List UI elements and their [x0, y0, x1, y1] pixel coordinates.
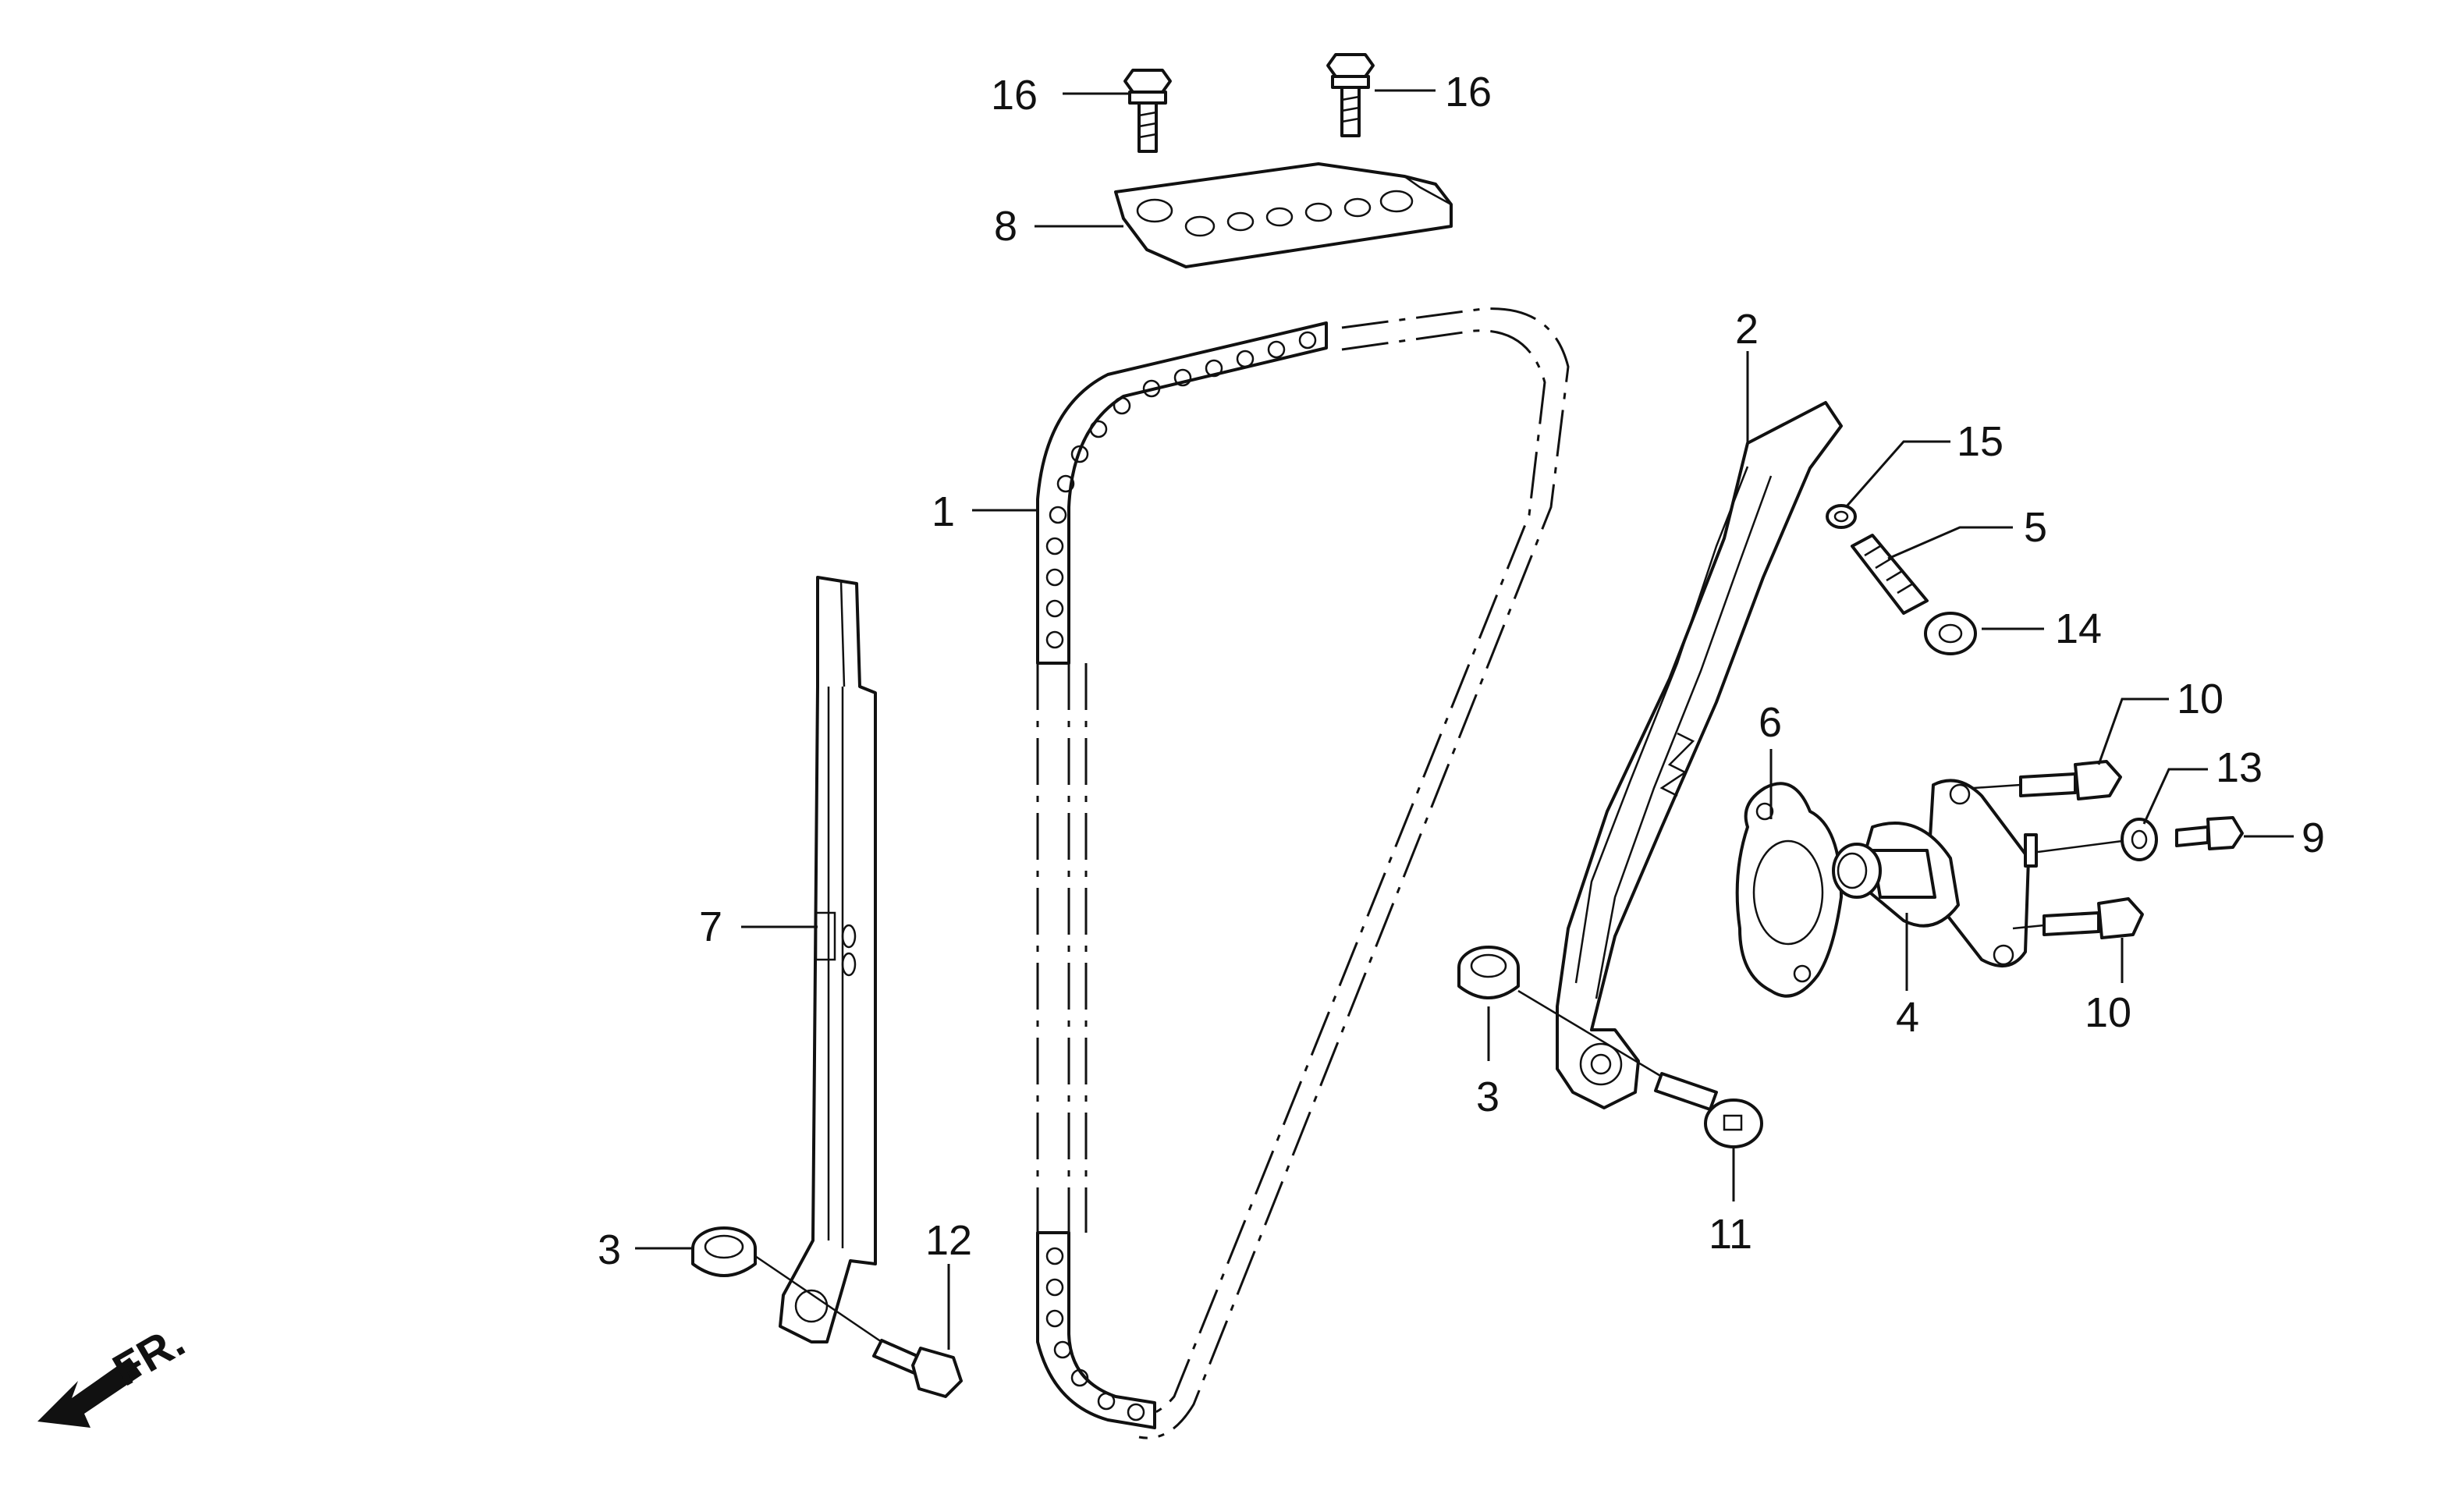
callout-10-upper: 10 — [2177, 676, 2224, 722]
callout-4: 4 — [1896, 994, 1919, 1041]
washer-15 — [1924, 612, 1977, 655]
callout-13: 13 — [2216, 744, 2263, 791]
spring-5 — [1851, 534, 1929, 615]
collar-3-left — [691, 1226, 757, 1277]
chain-guide-plate-8 — [1114, 162, 1453, 268]
callout-7: 7 — [699, 903, 722, 950]
collar-3-right — [1457, 946, 1520, 999]
bolt-10-upper — [1973, 760, 2122, 800]
callout-12: 12 — [925, 1217, 972, 1264]
front-direction-arrow-icon: FR. — [37, 1315, 193, 1428]
callout-1: 1 — [932, 488, 955, 535]
bolt-11 — [1517, 989, 1763, 1148]
chain-guide-7 — [779, 576, 877, 1343]
bolt-16-right — [1326, 53, 1375, 137]
bolt-16-left — [1123, 69, 1172, 153]
cam-chain-1 — [1036, 307, 1570, 1439]
gasket-6 — [1735, 782, 1843, 998]
callout-6: 6 — [1759, 699, 1782, 746]
callout-9: 9 — [2302, 815, 2325, 861]
callout-3-right: 3 — [1476, 1074, 1500, 1120]
tensioner-lifter-4 — [1832, 779, 2038, 967]
callout-14: 15 — [1957, 418, 2003, 465]
bolt-9 — [2175, 816, 2244, 850]
callout-11: 11 — [1709, 1211, 1752, 1258]
washer-13 — [2037, 818, 2158, 861]
tensioner-arm-2 — [1556, 401, 1843, 1109]
callout-2: 2 — [1735, 306, 1759, 353]
callout-labels: 16 16 8 1 2 15 5 14 6 10 13 9 4 10 7 3 3… — [598, 69, 2325, 1273]
callout-8: 8 — [994, 203, 1017, 250]
callout-3-left: 3 — [598, 1226, 621, 1273]
callout-10-lower: 10 — [2085, 989, 2131, 1036]
callout-16-left: 16 — [991, 72, 1038, 119]
leader-lines — [635, 89, 2294, 1350]
bolt-12 — [754, 1255, 963, 1398]
callout-16-right: 16 — [1445, 69, 1492, 115]
o-ring-14 — [1826, 504, 1857, 529]
callout-5: 5 — [2024, 504, 2047, 551]
callout-15: 14 — [2055, 605, 2102, 652]
bolt-10-lower — [2012, 897, 2144, 939]
